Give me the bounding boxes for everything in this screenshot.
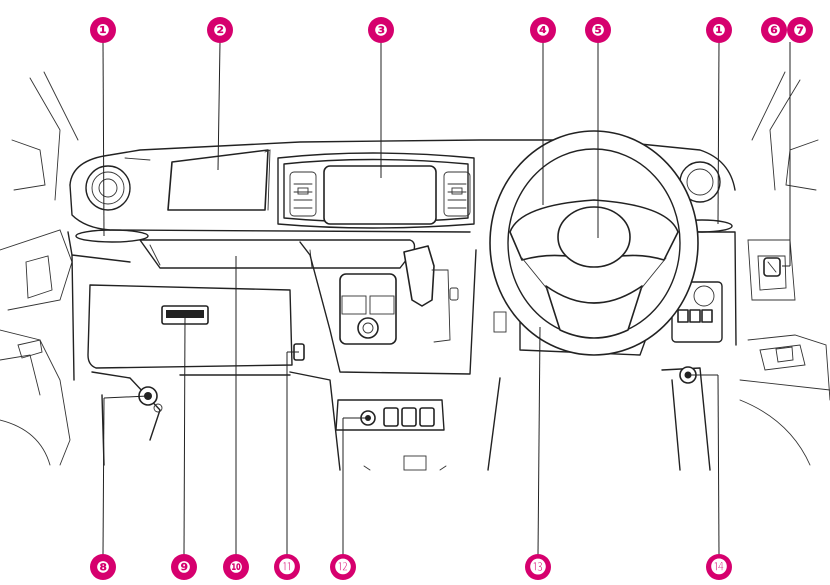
callout-label: ❻ xyxy=(767,21,781,40)
glove-box xyxy=(87,284,293,369)
callout-9: ❾ xyxy=(171,554,197,580)
callout-label: ❿ xyxy=(229,558,243,577)
callout-label: ❼ xyxy=(793,21,807,40)
callout-2: ❷ xyxy=(207,17,233,43)
steering-wheel xyxy=(489,130,699,356)
callout-1-top-right: ❶ xyxy=(706,17,732,43)
dashboard-tray xyxy=(139,239,416,269)
callout-label: ❸ xyxy=(374,21,388,40)
callout-label: ❹ xyxy=(536,21,550,40)
center-console xyxy=(299,241,507,375)
callout-label: ❾ xyxy=(177,558,191,577)
callout-1-top-left: ❶ xyxy=(90,17,116,43)
callout-14: ⓮ xyxy=(706,554,732,580)
callout-11: ⓫ xyxy=(274,554,300,580)
left-air-vent xyxy=(75,165,149,243)
left-lower-trim xyxy=(91,371,291,466)
callout-label: ⓬ xyxy=(335,558,351,577)
callout-label: ⓭ xyxy=(530,558,546,577)
leader-lines xyxy=(102,41,791,556)
lower-console xyxy=(289,371,501,471)
callout-13: ⓭ xyxy=(525,554,551,580)
callout-5: ❺ xyxy=(585,17,611,43)
callout-6: ❻ xyxy=(761,17,787,43)
callout-label: ❽ xyxy=(96,558,110,577)
callout-10: ❿ xyxy=(223,554,249,580)
upper-display-panel xyxy=(167,149,271,211)
callout-label: ⓫ xyxy=(279,558,295,577)
callout-label: ❶ xyxy=(96,21,110,40)
callout-3: ❸ xyxy=(368,17,394,43)
callout-label: ❷ xyxy=(213,21,227,40)
callout-8: ❽ xyxy=(90,554,116,580)
callout-4: ❹ xyxy=(530,17,556,43)
callout-label: ⓮ xyxy=(711,558,727,577)
callout-badges: ❶ ❷ ❸ ❹ ❺ ❶ ❻ ❼ xyxy=(90,17,813,580)
center-display-unit xyxy=(277,152,475,229)
left-door-panel xyxy=(0,71,79,466)
callout-label: ❶ xyxy=(712,21,726,40)
callout-7: ❼ xyxy=(787,17,813,43)
callout-label: ❺ xyxy=(591,21,605,40)
right-door-panel xyxy=(739,71,830,466)
callout-12: ⓬ xyxy=(330,554,356,580)
